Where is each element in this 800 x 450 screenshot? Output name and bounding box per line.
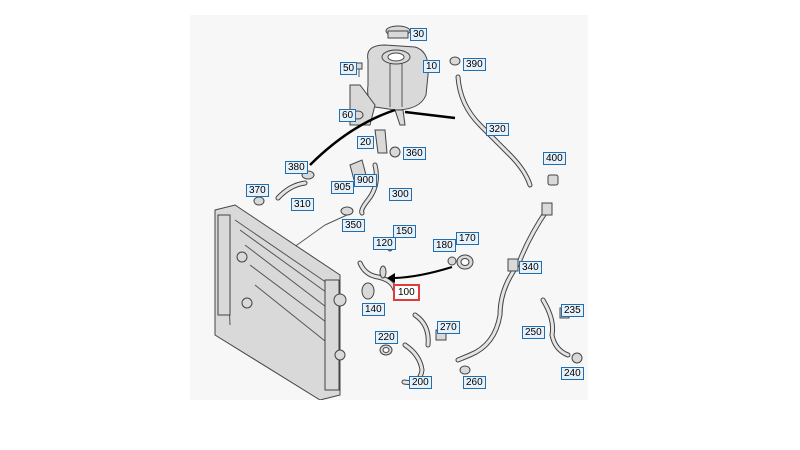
- callout-170[interactable]: 170: [456, 232, 479, 245]
- callout-200[interactable]: 200: [409, 376, 432, 389]
- callout-180[interactable]: 180: [433, 239, 456, 252]
- callout-240[interactable]: 240: [561, 367, 584, 380]
- callout-300[interactable]: 300: [389, 188, 412, 201]
- callout-260[interactable]: 260: [463, 376, 486, 389]
- callout-900[interactable]: 900: [354, 174, 377, 187]
- radiator-part: [214, 204, 347, 400]
- callout-320[interactable]: 320: [486, 123, 509, 136]
- callout-350[interactable]: 350: [342, 219, 365, 232]
- callout-30[interactable]: 30: [410, 28, 428, 41]
- diagram-artwork: [214, 25, 583, 400]
- callout-100-highlighted[interactable]: 100: [393, 284, 420, 301]
- expansion-tank-part: [349, 44, 429, 126]
- callout-340[interactable]: 340: [519, 261, 542, 274]
- callout-10[interactable]: 10: [423, 60, 441, 73]
- callout-380[interactable]: 380: [285, 161, 308, 174]
- callout-150[interactable]: 150: [393, 225, 416, 238]
- callout-50[interactable]: 50: [340, 62, 358, 75]
- callout-905[interactable]: 905: [331, 181, 354, 194]
- callout-400[interactable]: 400: [543, 152, 566, 165]
- callout-310[interactable]: 310: [291, 198, 314, 211]
- callout-120[interactable]: 120: [373, 237, 396, 250]
- callout-250[interactable]: 250: [522, 326, 545, 339]
- callout-220[interactable]: 220: [375, 331, 398, 344]
- callout-140[interactable]: 140: [362, 303, 385, 316]
- callout-235[interactable]: 235: [561, 304, 584, 317]
- callout-270[interactable]: 270: [437, 321, 460, 334]
- filler-cap-part: [385, 25, 411, 39]
- callout-360[interactable]: 360: [403, 147, 426, 160]
- callout-390[interactable]: 390: [463, 58, 486, 71]
- callout-60[interactable]: 60: [339, 109, 357, 122]
- callout-370[interactable]: 370: [246, 184, 269, 197]
- callout-20[interactable]: 20: [357, 136, 375, 149]
